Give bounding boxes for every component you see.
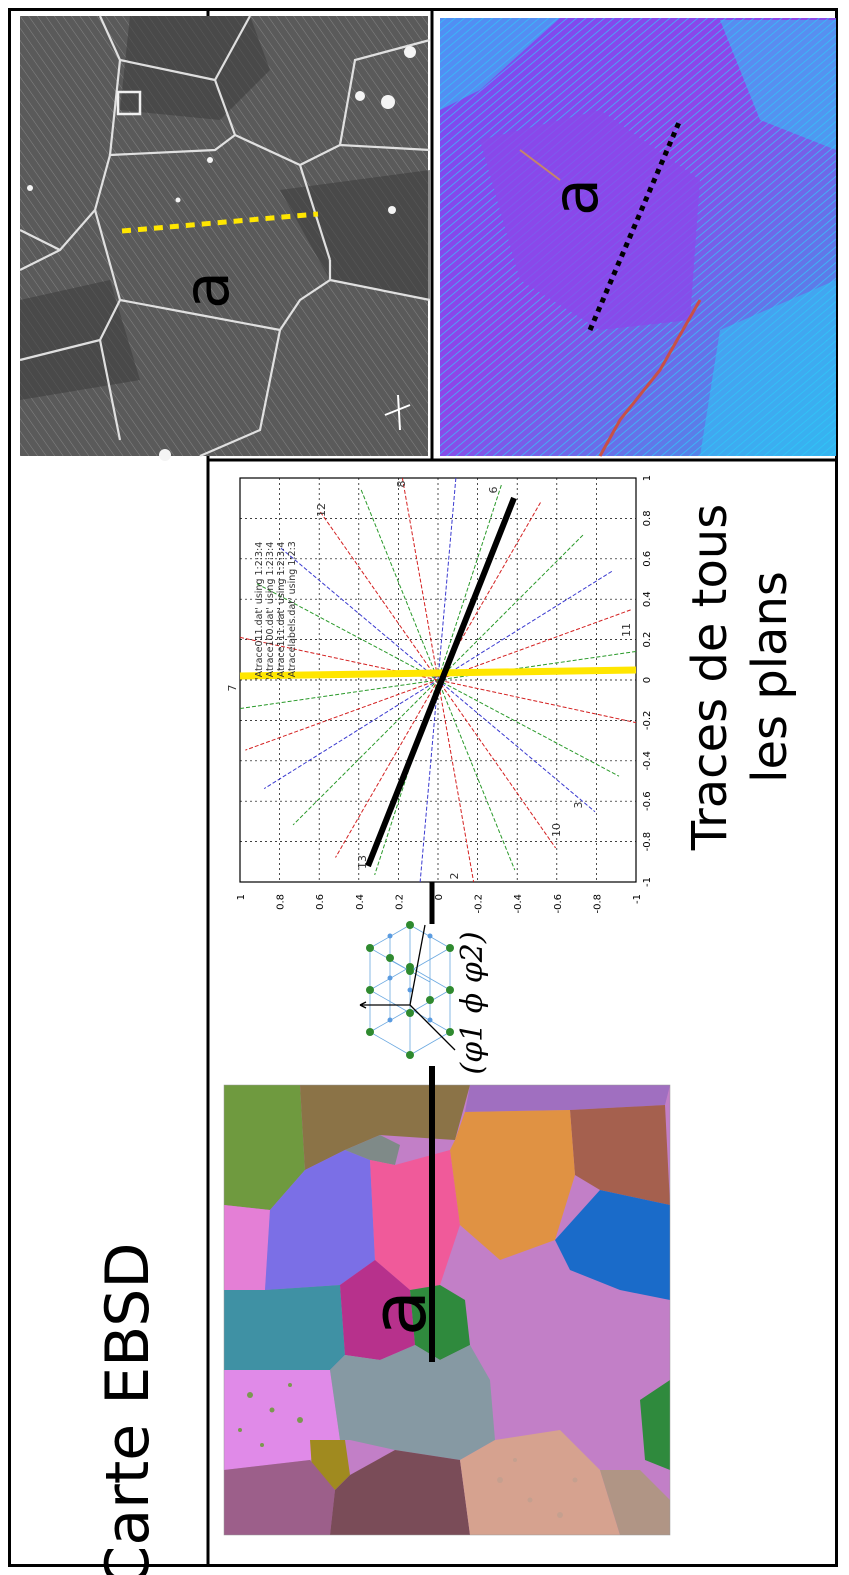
tick-label-y: -1 [632,894,643,904]
grain [370,1150,460,1290]
grain [640,1380,670,1470]
legend-entry: 'Atrace111.dat' using 1:2:3:4 [276,542,287,680]
sem-trace-dotted [121,211,319,234]
grain [224,1205,270,1290]
euler-phi1: φ1 [455,1023,490,1063]
grain [300,1085,470,1170]
tick-label-x: 0 [642,677,653,683]
grain [224,1285,345,1370]
tick-label-y: 0.4 [355,894,366,910]
grain [570,1105,670,1205]
trace-number-label: 10 [550,823,563,837]
plane-trace [419,477,457,883]
trace-number-label: 7 [226,685,239,692]
svg-text:(φ1 ϕ φ2): (φ1 ϕ φ2) [455,931,490,1074]
trace-number-label: 3 [572,802,585,809]
sem-grain-marker: a [170,271,243,309]
trace-plot: -1 -0.8 -0.6 -0.4 -0.2 0 0.2 0.4 0.6 0.8 1 1 0.8 0.6… [226,475,653,914]
grain [555,1190,670,1300]
tick-label-y: -0.2 [474,894,485,914]
tick-label-x: 0.2 [642,632,653,648]
trace-number-label: 12 [315,503,328,517]
trace-highlight-black [365,496,517,868]
legend-entry: 'Atrace011.dat' using 1:2:3:4 [254,542,265,680]
tick-label-x: -0.8 [642,832,653,852]
grain [330,1345,495,1460]
grain [330,1450,470,1535]
tick-label-y: -0.8 [592,894,603,914]
grain [310,1440,350,1490]
grain [465,1085,670,1112]
sem-micrograph: a [19,15,431,461]
grain [265,1150,375,1290]
tick-label-y: 0.2 [394,894,405,910]
trace-number-label: 6 [487,487,500,494]
tick-label-y: 0.8 [276,894,287,910]
legend-entry: 'Atrace100.dat' using 1:2:3:4 [265,542,276,680]
trace-number-label: 2 [448,873,461,880]
label-ebsd-map: Carte EBSD [93,1242,163,1575]
ebsd-map [223,1084,671,1536]
tick-label-x: 1 [642,475,653,481]
tick-label-y: 0.6 [315,894,326,910]
label-traces-line1: Traces de tous [682,504,738,851]
tick-label-y: 0 [434,894,445,900]
grain [410,1285,470,1360]
euler-angles: (φ1 ϕ φ2) [455,931,490,1074]
plane-trace [239,650,637,710]
tick-label-x: -0.4 [642,751,653,771]
tick-label-x: -0.6 [642,791,653,811]
grain [460,1430,620,1535]
euler-phi: ϕ [455,993,490,1013]
grain [600,1470,670,1535]
tick-label-x: 0.8 [642,510,653,526]
figure-frame [8,8,838,1567]
label-traces-line2: les plans [742,571,798,783]
trace-highlight-yellow [239,666,637,680]
tick-label-x: 0.4 [642,591,653,607]
trace-number-label: 11 [620,623,633,637]
trace-number-label: 13 [356,855,369,869]
tick-label-x: -1 [642,877,653,887]
grain [450,1110,575,1260]
euler-phi2: φ2 [455,943,490,983]
grain [224,1085,305,1210]
ori-grain-marker: a [539,178,612,216]
crystal-lattice-icon [359,921,456,1059]
grain [340,1260,415,1360]
ori-trace-dotted [587,119,683,331]
legend-entry: 'Atracelabels.dat' using 1:2:3 [287,541,298,680]
tick-label-y: 1 [236,894,247,900]
tick-label-x: -0.2 [642,711,653,731]
grain [224,1460,335,1535]
tick-label-x: 0.6 [642,551,653,567]
tick-label-y: -0.6 [553,894,564,914]
ebsd-grain-marker: a [354,1290,443,1337]
trace-number-label: 8 [395,481,408,488]
plot-legend: 'Atrace011.dat' using 1:2:3:4 'Atrace100… [254,541,298,680]
tick-label-y: -0.4 [513,894,524,914]
orientation-micrograph: a [440,18,836,457]
plane-trace [239,636,637,724]
grain [345,1135,400,1165]
